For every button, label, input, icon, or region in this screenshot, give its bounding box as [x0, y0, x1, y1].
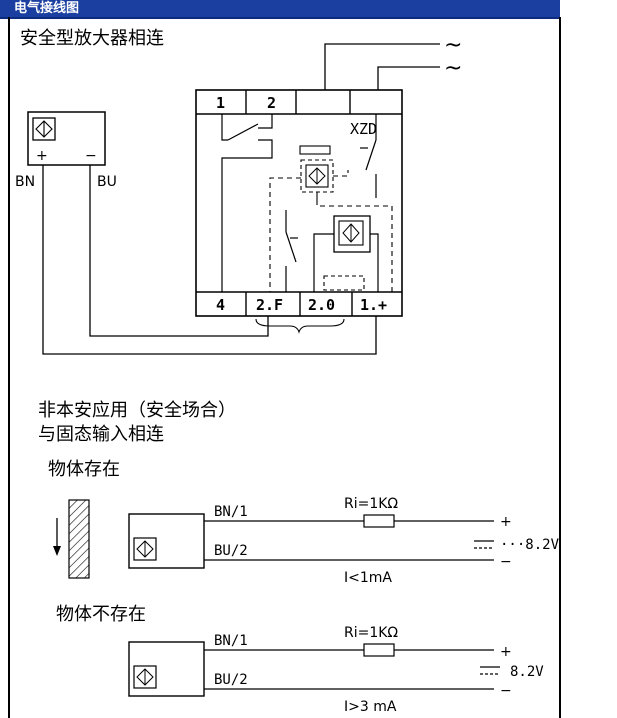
absent-voltage: 8.2V: [510, 664, 544, 680]
absent-resistor-label: Ri=1KΩ: [344, 625, 398, 641]
present-voltage: ···8.2V: [500, 537, 560, 553]
target-object: [68, 499, 90, 579]
present-wires: [204, 514, 494, 561]
present-wire1-label: BN/1: [214, 504, 248, 520]
terminal-2: 2: [267, 94, 276, 112]
proximity-sensor-icon: [32, 117, 56, 141]
relay-label: XZD: [350, 120, 377, 138]
ac-symbol-2: ~: [444, 56, 462, 81]
present-title: 物体存在: [48, 459, 120, 480]
present-sensor: [128, 513, 205, 569]
terminal-1: 1: [216, 94, 225, 112]
absent-wires: [204, 643, 500, 690]
absent-minus: −: [500, 683, 512, 699]
ac-symbol-1: ~: [444, 33, 462, 58]
present-current: I<1mA: [344, 570, 392, 586]
wire-bu-label: BU: [97, 174, 117, 190]
absent-wire1-label: BN/1: [214, 633, 248, 649]
present-wire2-label: BU/2: [214, 543, 248, 559]
terminal-brace: [255, 318, 345, 334]
internal-sensor: [299, 145, 334, 200]
sensor-minus-label: −: [85, 148, 97, 164]
sensor-plus-label: +: [36, 148, 48, 164]
absent-plus: +: [500, 644, 512, 660]
section2-title-line2: 与固态输入相连: [38, 424, 164, 445]
input-switch: [285, 210, 298, 292]
output-contact: [221, 114, 273, 292]
absent-wire2-label: BU/2: [214, 672, 248, 688]
down-arrow-icon: [53, 518, 61, 556]
present-minus: −: [500, 554, 512, 570]
absent-sensor: [128, 641, 205, 697]
wire-bn-label: BN: [15, 174, 35, 190]
absent-title: 物体不存在: [56, 604, 146, 625]
relay-switch: [360, 114, 377, 198]
module-sensor-right: [313, 215, 379, 292]
terminal-2f: 2.F: [256, 296, 283, 314]
ac-supply-lines: [324, 43, 440, 90]
section1-title: 安全型放大器相连: [20, 28, 164, 49]
terminal-20: 2.0: [308, 296, 335, 314]
dashed-links: [269, 170, 393, 292]
terminal-1plus: 1.+: [360, 296, 387, 314]
amplifier-module: 1 2 4 2.F 2.0 1.+ XZD: [195, 89, 403, 317]
section2-title-line1: 非本安应用（安全场合）: [38, 400, 236, 421]
header-bar: 电气接线图: [0, 0, 560, 19]
absent-current: I>3 mA: [344, 699, 397, 715]
header-title: 电气接线图: [14, 1, 80, 16]
present-resistor-label: Ri=1KΩ: [344, 496, 398, 512]
present-plus: +: [500, 514, 512, 530]
sensor-top: + −: [27, 111, 106, 166]
content-frame: [8, 17, 561, 718]
terminal-4: 4: [216, 296, 225, 314]
